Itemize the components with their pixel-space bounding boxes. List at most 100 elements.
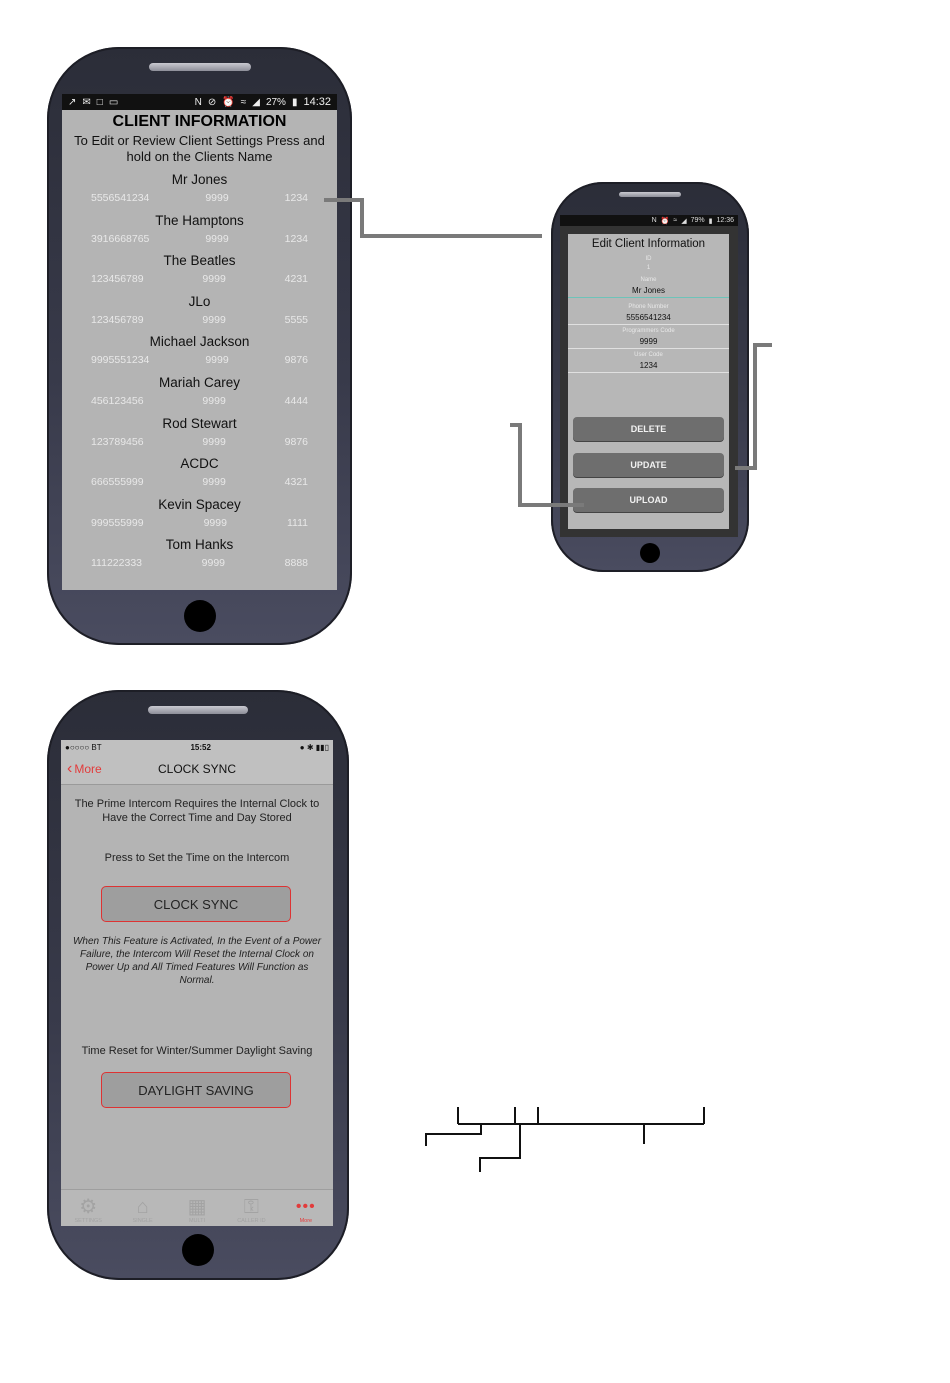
chevron-left-icon: ‹ bbox=[67, 760, 73, 777]
phone-field[interactable]: 5556541234 bbox=[568, 313, 729, 325]
tab-single[interactable]: ⌂ SINGLE bbox=[115, 1190, 169, 1226]
programmers-code-field[interactable]: 9999 bbox=[568, 337, 729, 349]
client-programmers-code: 9999 bbox=[203, 516, 227, 529]
delete-button[interactable]: DELETE bbox=[573, 417, 724, 441]
client-user-code: 8888 bbox=[284, 557, 308, 570]
android-status-bar: ↗ ✉ □ ▭ N ⊘ ⏰ ≈ ◢ 27% ▮ 14:32 bbox=[62, 94, 337, 110]
phone-speaker bbox=[148, 706, 248, 714]
phone-label: Phone Number bbox=[628, 304, 669, 310]
update-button[interactable]: UPDATE bbox=[573, 453, 724, 477]
client-user-code: 4321 bbox=[284, 476, 308, 489]
client-programmers-code: 9999 bbox=[205, 354, 229, 367]
client-name: Mariah Carey bbox=[158, 374, 241, 390]
home-button[interactable] bbox=[182, 1234, 214, 1266]
client-name: Michael Jackson bbox=[149, 334, 250, 350]
client-list-item[interactable]: Kevin Spacey 999555999 9999 1111 bbox=[62, 493, 337, 534]
upload-button[interactable]: UPLOAD bbox=[573, 488, 724, 512]
key-icon: ⚿ bbox=[243, 1196, 260, 1218]
client-name: Tom Hanks bbox=[165, 537, 234, 553]
home-button[interactable] bbox=[640, 543, 660, 563]
client-user-code: 5555 bbox=[284, 313, 308, 326]
status-time: 15:52 bbox=[190, 742, 211, 752]
client-programmers-code: 9999 bbox=[205, 192, 229, 204]
tab-settings[interactable]: ⚙ SETTINGS bbox=[61, 1190, 115, 1226]
client-phone: 123456789 bbox=[91, 273, 144, 286]
battery-percent: 27% bbox=[265, 96, 286, 108]
client-list-item[interactable]: Michael Jackson 9995551234 9999 9876 bbox=[62, 330, 337, 371]
phone-client-information: ↗ ✉ □ ▭ N ⊘ ⏰ ≈ ◢ 27% ▮ 14:32 CLIENT INF… bbox=[47, 47, 352, 645]
clock-sync-screen: ●○○○○ BT 15:52 ● ✱ ▮▮▯ ‹ More CLOCK SYNC… bbox=[61, 740, 333, 1226]
client-details: 3916668765 9999 1234 bbox=[62, 228, 337, 245]
name-field[interactable]: Mr Jones bbox=[568, 286, 729, 298]
client-information-screen: ↗ ✉ □ ▭ N ⊘ ⏰ ≈ ◢ 27% ▮ 14:32 CLIENT INF… bbox=[62, 94, 337, 590]
client-details: 999555999 9999 1111 bbox=[62, 512, 337, 529]
phone-clock-sync: ●○○○○ BT 15:52 ● ✱ ▮▮▯ ‹ More CLOCK SYNC… bbox=[47, 690, 349, 1280]
client-user-code: 1234 bbox=[284, 232, 308, 245]
back-button[interactable]: ‹ More bbox=[67, 760, 102, 778]
page-title: CLOCK SYNC bbox=[157, 762, 237, 776]
tab-bar: ⚙ SETTINGS ⌂ SINGLE ▦ MULTI ⚿ CALLER ID … bbox=[61, 1189, 333, 1226]
client-user-code: 9876 bbox=[284, 435, 308, 448]
phone-speaker bbox=[619, 192, 681, 197]
client-user-code: 1234 bbox=[284, 192, 308, 204]
tab-label: MULTI bbox=[188, 1218, 206, 1224]
client-programmers-code: 9999 bbox=[202, 435, 226, 448]
tab-label: SETTINGS bbox=[74, 1218, 102, 1224]
client-programmers-code: 9999 bbox=[205, 232, 229, 245]
signal-icon: ◢ bbox=[681, 217, 687, 225]
instructions-text: To Edit or Review Client Settings Press … bbox=[74, 133, 325, 164]
client-name: The Beatles bbox=[163, 253, 236, 269]
client-user-code: 9876 bbox=[284, 354, 308, 367]
android-status-bar: N ⏰ ≈ ◢ 79% ▮ 12:36 bbox=[560, 215, 738, 226]
client-phone: 9995551234 bbox=[91, 354, 150, 367]
gear-icon: ⚙ bbox=[79, 1196, 98, 1218]
signal-icon: ◢ bbox=[252, 96, 260, 108]
tab-caller-id[interactable]: ⚿ CALLER ID bbox=[224, 1190, 278, 1226]
voicemail-icon: ▭ bbox=[108, 96, 119, 108]
cast-icon: ↗ bbox=[68, 96, 77, 108]
client-phone: 666555999 bbox=[91, 476, 144, 489]
notification-icon: □ bbox=[96, 96, 103, 108]
feature-note: When This Feature is Activated, In the E… bbox=[72, 936, 322, 986]
nfc-icon: N bbox=[194, 96, 202, 108]
client-name: Kevin Spacey bbox=[158, 496, 241, 512]
tab-multi[interactable]: ▦ MULTI bbox=[170, 1190, 224, 1226]
client-phone: 999555999 bbox=[91, 516, 144, 529]
wifi-icon: ≈ bbox=[240, 96, 247, 108]
clock-sync-button[interactable]: CLOCK SYNC bbox=[101, 886, 291, 922]
user-code-field[interactable]: 1234 bbox=[568, 361, 729, 373]
name-label: Name bbox=[640, 277, 657, 283]
client-programmers-code: 9999 bbox=[202, 313, 226, 326]
client-phone: 3916668765 bbox=[91, 232, 150, 245]
client-user-code: 4444 bbox=[284, 394, 308, 407]
home-button[interactable] bbox=[183, 600, 216, 632]
programmers-code-label: Programmers Code bbox=[622, 328, 675, 334]
tab-more[interactable]: ••• More bbox=[279, 1190, 333, 1226]
more-dots-icon: ••• bbox=[295, 1198, 316, 1215]
alarm-icon: ⏰ bbox=[222, 96, 235, 108]
nfc-icon: N bbox=[651, 217, 657, 224]
navigation-bar: ‹ More CLOCK SYNC bbox=[61, 754, 333, 785]
daylight-saving-button[interactable]: DAYLIGHT SAVING bbox=[101, 1072, 291, 1108]
client-name: ACDC bbox=[180, 456, 219, 472]
status-time: 14:32 bbox=[303, 96, 331, 108]
status-time: 12:36 bbox=[716, 217, 734, 224]
daylight-saving-text: Time Reset for Winter/Summer Daylight Sa… bbox=[81, 1045, 313, 1057]
battery-percent: 79% bbox=[690, 217, 705, 224]
carrier-signal: ●○○○○ BT bbox=[65, 742, 102, 752]
client-user-code: 1111 bbox=[286, 516, 308, 529]
battery-icon: ● ✱ ▮▮▯ bbox=[299, 742, 329, 752]
